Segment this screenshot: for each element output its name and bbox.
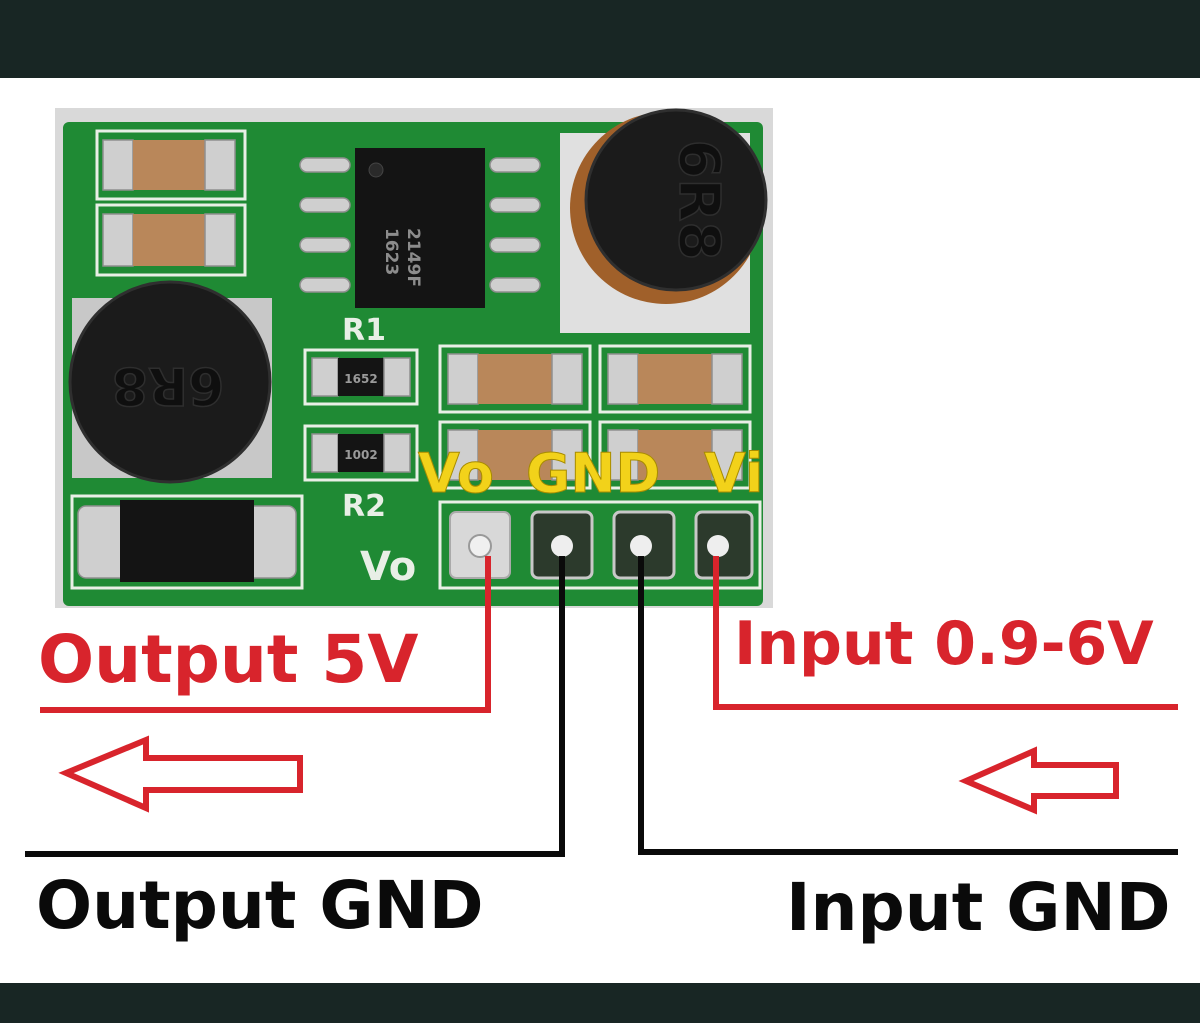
pin-gnd-1 (530, 510, 594, 580)
bottom-frame-bar (0, 983, 1200, 1023)
pin-gnd-2 (612, 510, 676, 580)
capacitor-c6 (598, 420, 752, 490)
pin-label-vi: Vi (704, 442, 763, 505)
chip-marking-line-2: 1623 (381, 228, 401, 275)
wire-output-gnd (25, 556, 565, 857)
top-frame-bar (0, 0, 1200, 78)
pcb-board: 2149F 1623 6R8 6R8 R1 R2 Vo 1652 (55, 108, 773, 608)
pin-header (438, 500, 762, 590)
wire-output-5v (40, 556, 491, 713)
label-output-voltage: Output 5V (38, 621, 418, 698)
resistor-r2-marking: 1002 (344, 448, 377, 462)
ic-chip: 2149F 1623 (299, 148, 541, 308)
pin-label-gnd: GND (526, 442, 660, 505)
capacitor-c2 (95, 203, 247, 277)
wire-input-gnd (638, 556, 1178, 855)
inductor-left: 6R8 (68, 280, 272, 484)
pin-labels: Vo GND Vi (418, 442, 764, 506)
silk-label-r2: R2 (342, 489, 386, 524)
pin-vi (694, 510, 754, 580)
resistor-r1: 1652 (303, 348, 419, 406)
capacitor-c5 (438, 420, 592, 490)
converter-wiring-diagram: 2149F 1623 6R8 6R8 R1 R2 Vo 1652 (25, 108, 1178, 946)
capacitor-c4 (598, 344, 752, 414)
pin-vo (449, 511, 511, 579)
silk-label-vo: Vo (360, 544, 416, 590)
resistor-r2: 1002 (303, 424, 419, 482)
resistor-r1-marking: 1652 (344, 372, 377, 386)
label-input-voltage: Input 0.9-6V (734, 609, 1154, 679)
inductor-right-marking: 6R8 (666, 139, 731, 260)
arrow-left-icon (58, 735, 303, 813)
arrow-left-icon (958, 746, 1119, 815)
inductor-right: 6R8 (560, 108, 768, 333)
wires (25, 556, 1178, 857)
pin-label-vo: Vo (418, 442, 494, 505)
chip-marking-line-1: 2149F (403, 228, 423, 287)
capacitor-c3 (438, 344, 592, 414)
inductor-left-marking: 6R8 (112, 355, 224, 415)
diagram-canvas: 2149F 1623 6R8 6R8 R1 R2 Vo 1652 (0, 78, 1200, 983)
label-input-gnd: Input GND (786, 869, 1171, 946)
diode (70, 494, 304, 590)
wire-input-voltage (713, 556, 1178, 710)
label-output-gnd: Output GND (36, 867, 484, 944)
silk-label-r1: R1 (342, 313, 386, 348)
capacitor-c1 (95, 129, 247, 201)
